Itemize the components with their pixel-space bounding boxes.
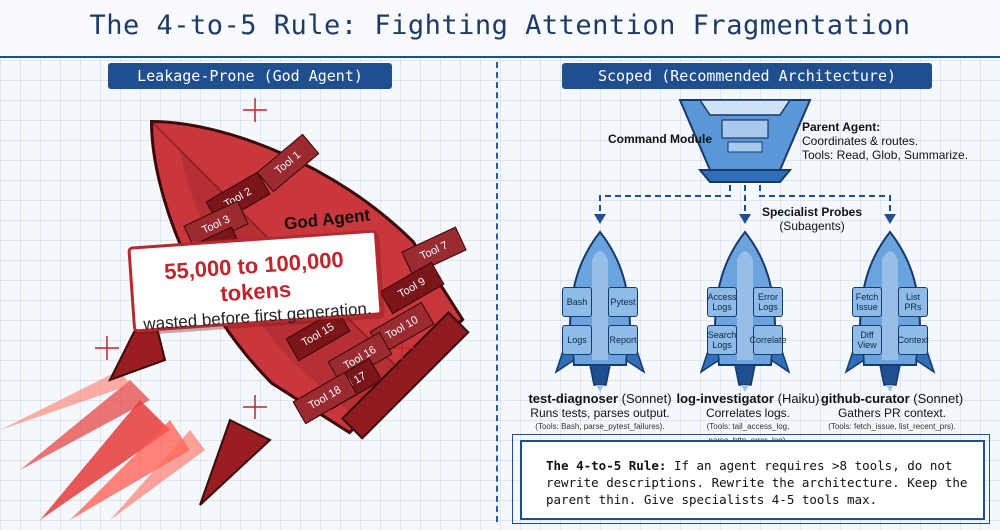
agent-caption-github-curator: github-curator (Sonnet) Gathers PR conte… — [812, 392, 972, 434]
command-module-label: Command Module — [608, 132, 712, 146]
specialist-probes-title: Specialist Probes — [761, 205, 863, 219]
parent-agent-info: Parent Agent: Coordinates & routes. Tool… — [802, 120, 968, 162]
agent-model: (Haiku) — [777, 391, 820, 406]
agent-desc: Correlates logs. — [705, 406, 791, 420]
rocket-fin-bottom — [199, 418, 272, 506]
probe-tool-tag: Error Logs — [753, 287, 783, 317]
agent-caption-test-diagnoser: test-diagnoser (Sonnet) Runs tests, pars… — [520, 392, 680, 434]
agent-desc: Gathers PR context. — [837, 406, 947, 420]
probe-tool-tag: Search Logs — [707, 325, 737, 355]
parent-agent-title: Parent Agent: — [802, 120, 881, 134]
rule-title: The 4-to-5 Rule: — [546, 458, 667, 473]
exhaust-flames — [0, 370, 205, 520]
rule-text: The 4-to-5 Rule: If an agent requires >8… — [546, 457, 976, 508]
agent-tools-note: (Tools: fetch_issue, list_recent_prs). — [828, 422, 956, 431]
title-bar: The 4-to-5 Rule: Fighting Attention Frag… — [0, 0, 1000, 58]
probe-tool-tag: List PRs — [898, 287, 928, 317]
agent-desc: Runs tests, parses output. — [530, 406, 670, 420]
rule-box-outline — [512, 434, 990, 524]
rule-body: If an agent requires >8 tools, do not re… — [546, 458, 968, 507]
agent-tools-note: (Tools: Bash, parse_pytest_failures). — [535, 422, 665, 431]
parent-agent-tools: Tools: Read, Glob, Summarize. — [802, 148, 969, 162]
probe-tool-tag: Logs — [562, 325, 592, 355]
rule-box: The 4-to-5 Rule: If an agent requires >8… — [520, 440, 985, 520]
specialist-probes-sub: (Subagents) — [779, 219, 845, 233]
agent-name: github-curator — [820, 391, 910, 406]
probe-tool-tag: Context — [897, 325, 929, 355]
right-panel-header: Scoped (Recommended Architecture) — [562, 63, 932, 89]
agent-name: log-investigator — [676, 391, 774, 406]
probe-tool-tag: Fetch Issue — [852, 287, 882, 317]
specialist-probes-label: Specialist Probes (Subagents) — [752, 205, 872, 233]
command-module-capsule — [678, 99, 812, 183]
probe-tool-tag: Access Logs — [707, 287, 737, 317]
routing-arrowheads — [594, 214, 896, 224]
probe-tool-tag: Correlate — [750, 325, 787, 355]
probe-tool-tag: Diff View — [852, 325, 882, 355]
probe-tool-tag: Pytest — [608, 287, 638, 317]
agent-model: (Sonnet) — [621, 391, 672, 406]
probe-tool-tag: Report — [608, 325, 638, 355]
crosshair-marks — [95, 98, 414, 419]
panel-divider — [496, 62, 498, 522]
probe-tool-tag: Bash — [562, 287, 592, 317]
page-title: The 4-to-5 Rule: Fighting Attention Frag… — [89, 10, 911, 41]
left-panel-header: Leakage-Prone (God Agent) — [108, 63, 392, 89]
routing-lines — [599, 185, 891, 216]
agent-model: (Sonnet) — [913, 391, 964, 406]
parent-agent-desc: Coordinates & routes. — [802, 134, 919, 148]
agent-name: test-diagnoser — [528, 391, 619, 406]
